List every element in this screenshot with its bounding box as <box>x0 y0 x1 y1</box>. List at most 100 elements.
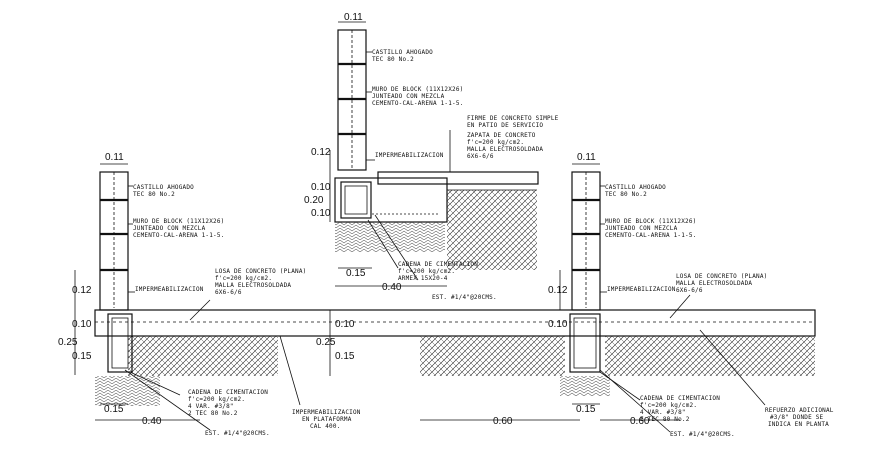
center-zapata-label-2: f'c=200 kg/cm2. <box>467 139 524 146</box>
left-dim-015: 0.15 <box>72 351 92 362</box>
center-detail: 0.11 0.12 0.10 0.20 0.10 0.15 0.40 <box>304 12 559 301</box>
right-castillo-label-1: CASTILLO AHOGADO <box>605 184 666 191</box>
center-dim-010a: 0.10 <box>311 182 331 193</box>
left-leaders <box>124 185 301 431</box>
center-castillo-label-2: TEC 80 No.2 <box>372 56 414 63</box>
left-cadena-label-4: 2 TEC 80 No.2 <box>188 410 238 417</box>
center-wall-joints <box>338 62 366 136</box>
center-firme <box>377 171 539 185</box>
left-cadena-label-3: 4 VAR. #3/8" <box>188 403 234 410</box>
left-castillo-label-1: CASTILLO AHOGADO <box>133 184 194 191</box>
right-castillo-label-2: TEC 80 No.2 <box>605 191 647 198</box>
left-dim-010: 0.10 <box>72 319 92 330</box>
center-cadena-label-3: ARMEX 15X20-4 <box>398 275 448 282</box>
right-dim-012: 0.12 <box>548 285 568 296</box>
center-cadena-label-1: CADENA DE CIMENTACION <box>398 261 478 268</box>
center-dim-010b: 0.10 <box>311 208 331 219</box>
middle-dim-060: 0.60 <box>493 416 513 427</box>
left-losa-label-3: MALLA ELECTROSOLDADA <box>215 282 291 289</box>
center-muro-label-1: MURO DE BLOCK (11X12X26) <box>372 86 464 93</box>
right-losa-label-2: MALLA ELECTROSOLDADA <box>676 280 752 287</box>
right-cadena-label-3: 4 VAR. #3/8" <box>640 409 686 416</box>
left-detail: 0.11 0.12 0.10 0.25 0.15 0.15 0.40 CASTI… <box>58 152 361 437</box>
right-ref-label-2: #3/8" DONDE SE <box>770 414 824 421</box>
center-dim-020: 0.20 <box>304 195 324 206</box>
right-ground-fill <box>605 336 815 376</box>
left-cadena-label-2: f'c=200 kg/cm2. <box>188 396 245 403</box>
left-muro-label-3: CEMENTO-CAL-ARENA 1-1-5. <box>133 232 225 239</box>
main-slab <box>94 309 816 406</box>
left-cadena-label-1: CADENA DE CIMENTACION <box>188 389 268 396</box>
right-soil-fill <box>560 376 610 396</box>
left-muro-label-1: MURO DE BLOCK (11X12X26) <box>133 218 225 225</box>
left-dim-011: 0.11 <box>105 152 124 163</box>
center-dim-011: 0.11 <box>344 12 363 23</box>
middle-detail: 0.10 0.25 0.15 0.60 <box>316 310 580 427</box>
right-muro-label-3: CEMENTO-CAL-ARENA 1-1-5. <box>605 232 697 239</box>
middle-dim-015: 0.15 <box>335 351 355 362</box>
center-castillo-label-1: CASTILLO AHOGADO <box>372 49 433 56</box>
middle-dim-025: 0.25 <box>316 337 336 348</box>
left-dim-025: 0.25 <box>58 337 78 348</box>
right-losa-label-1: LOSA DE CONCRETO (PLANA) <box>676 273 768 280</box>
center-stirrup <box>344 185 368 215</box>
right-stirrup <box>573 317 597 369</box>
right-detail: 0.11 0.12 0.10 0.15 0.60 CASTILLO AHOGAD… <box>548 152 834 438</box>
right-ref-label-1: REFUERZO ADICIONAL <box>765 407 834 414</box>
right-dim-010: 0.10 <box>548 319 568 330</box>
left-losa-label-1: LOSA DE CONCRETO (PLANA) <box>215 268 307 275</box>
right-cadena <box>569 313 601 373</box>
center-firme-label-2: EN PATIO DE SERVICIO <box>467 122 543 129</box>
right-cadena-label-1: CADENA DE CIMENTACION <box>640 395 720 402</box>
slab-outline <box>94 309 816 337</box>
left-soil-fill <box>95 376 160 406</box>
right-dim-015: 0.15 <box>576 404 596 415</box>
left-cadena <box>107 313 133 373</box>
right-losa-label-3: 6X6-6/6 <box>676 287 703 294</box>
left-dim-012: 0.12 <box>72 285 92 296</box>
center-muro-label-3: CEMENTO-CAL-ARENA 1-1-5. <box>372 100 464 107</box>
left-imperp-label-2: EN PLATAFORMA <box>302 416 352 423</box>
right-dim-011: 0.11 <box>577 152 596 163</box>
right-leaders <box>599 185 766 433</box>
left-ground-fill <box>128 336 278 376</box>
left-muro-label-2: JUNTEADO CON MEZCLA <box>133 225 206 232</box>
center-cadena <box>340 181 372 219</box>
right-dim-060: 0.60 <box>630 416 650 427</box>
center-footing <box>334 177 448 223</box>
center-imper-label: IMPERMEABILIZACION <box>375 152 444 159</box>
left-dim-015b: 0.15 <box>104 404 124 415</box>
right-cadena-label-4: E TEC 80 No.2 <box>640 416 690 423</box>
center-muro-label-2: JUNTEADO CON MEZCLA <box>372 93 445 100</box>
left-losa-label-2: f'c=200 kg/cm2. <box>215 275 272 282</box>
left-est-label: EST. #1/4"@20CMS. <box>205 430 270 437</box>
left-dim-040: 0.40 <box>142 416 162 427</box>
center-zapata-label-4: 6X6-6/6 <box>467 153 494 160</box>
right-est-label: EST. #1/4"@20CMS. <box>670 431 735 438</box>
middle-dim-010: 0.10 <box>335 319 355 330</box>
left-imper-label: IMPERMEABILIZACION <box>135 286 204 293</box>
right-muro-label-1: MURO DE BLOCK (11X12X26) <box>605 218 697 225</box>
right-ref-label-3: INDICA EN PLANTA <box>768 421 829 428</box>
center-dim-015: 0.15 <box>346 268 366 279</box>
center-ground-right <box>447 190 537 270</box>
right-cadena-label-2: f'c=200 kg/cm2. <box>640 402 697 409</box>
center-leaders <box>366 51 451 281</box>
left-castillo-label-2: TEC 80 No.2 <box>133 191 175 198</box>
right-muro-label-2: JUNTEADO CON MEZCLA <box>605 225 678 232</box>
center-cadena-label-2: f'c=200 kg/cm2. <box>398 268 455 275</box>
center-dim-012: 0.12 <box>311 147 331 158</box>
left-losa-label-4: 6X6-6/6 <box>215 289 242 296</box>
left-imperp-label-3: CAL 400. <box>310 423 341 430</box>
center-est-label: EST. #1/4"@20CMS. <box>432 294 497 301</box>
center-dim-040: 0.40 <box>382 282 402 293</box>
left-imperp-label-1: IMPERMEABILIZACION <box>292 409 361 416</box>
middle-ground-fill <box>420 336 565 376</box>
right-imper-label: IMPERMEABILIZACION <box>607 286 676 293</box>
center-firme-label-1: FIRME DE CONCRETO SIMPLE <box>467 115 559 122</box>
left-stirrup <box>111 317 129 369</box>
center-zapata-label-1: ZAPATA DE CONCRETO <box>467 132 536 139</box>
center-zapata-label-3: MALLA ELECTROSOLDADA <box>467 146 543 153</box>
